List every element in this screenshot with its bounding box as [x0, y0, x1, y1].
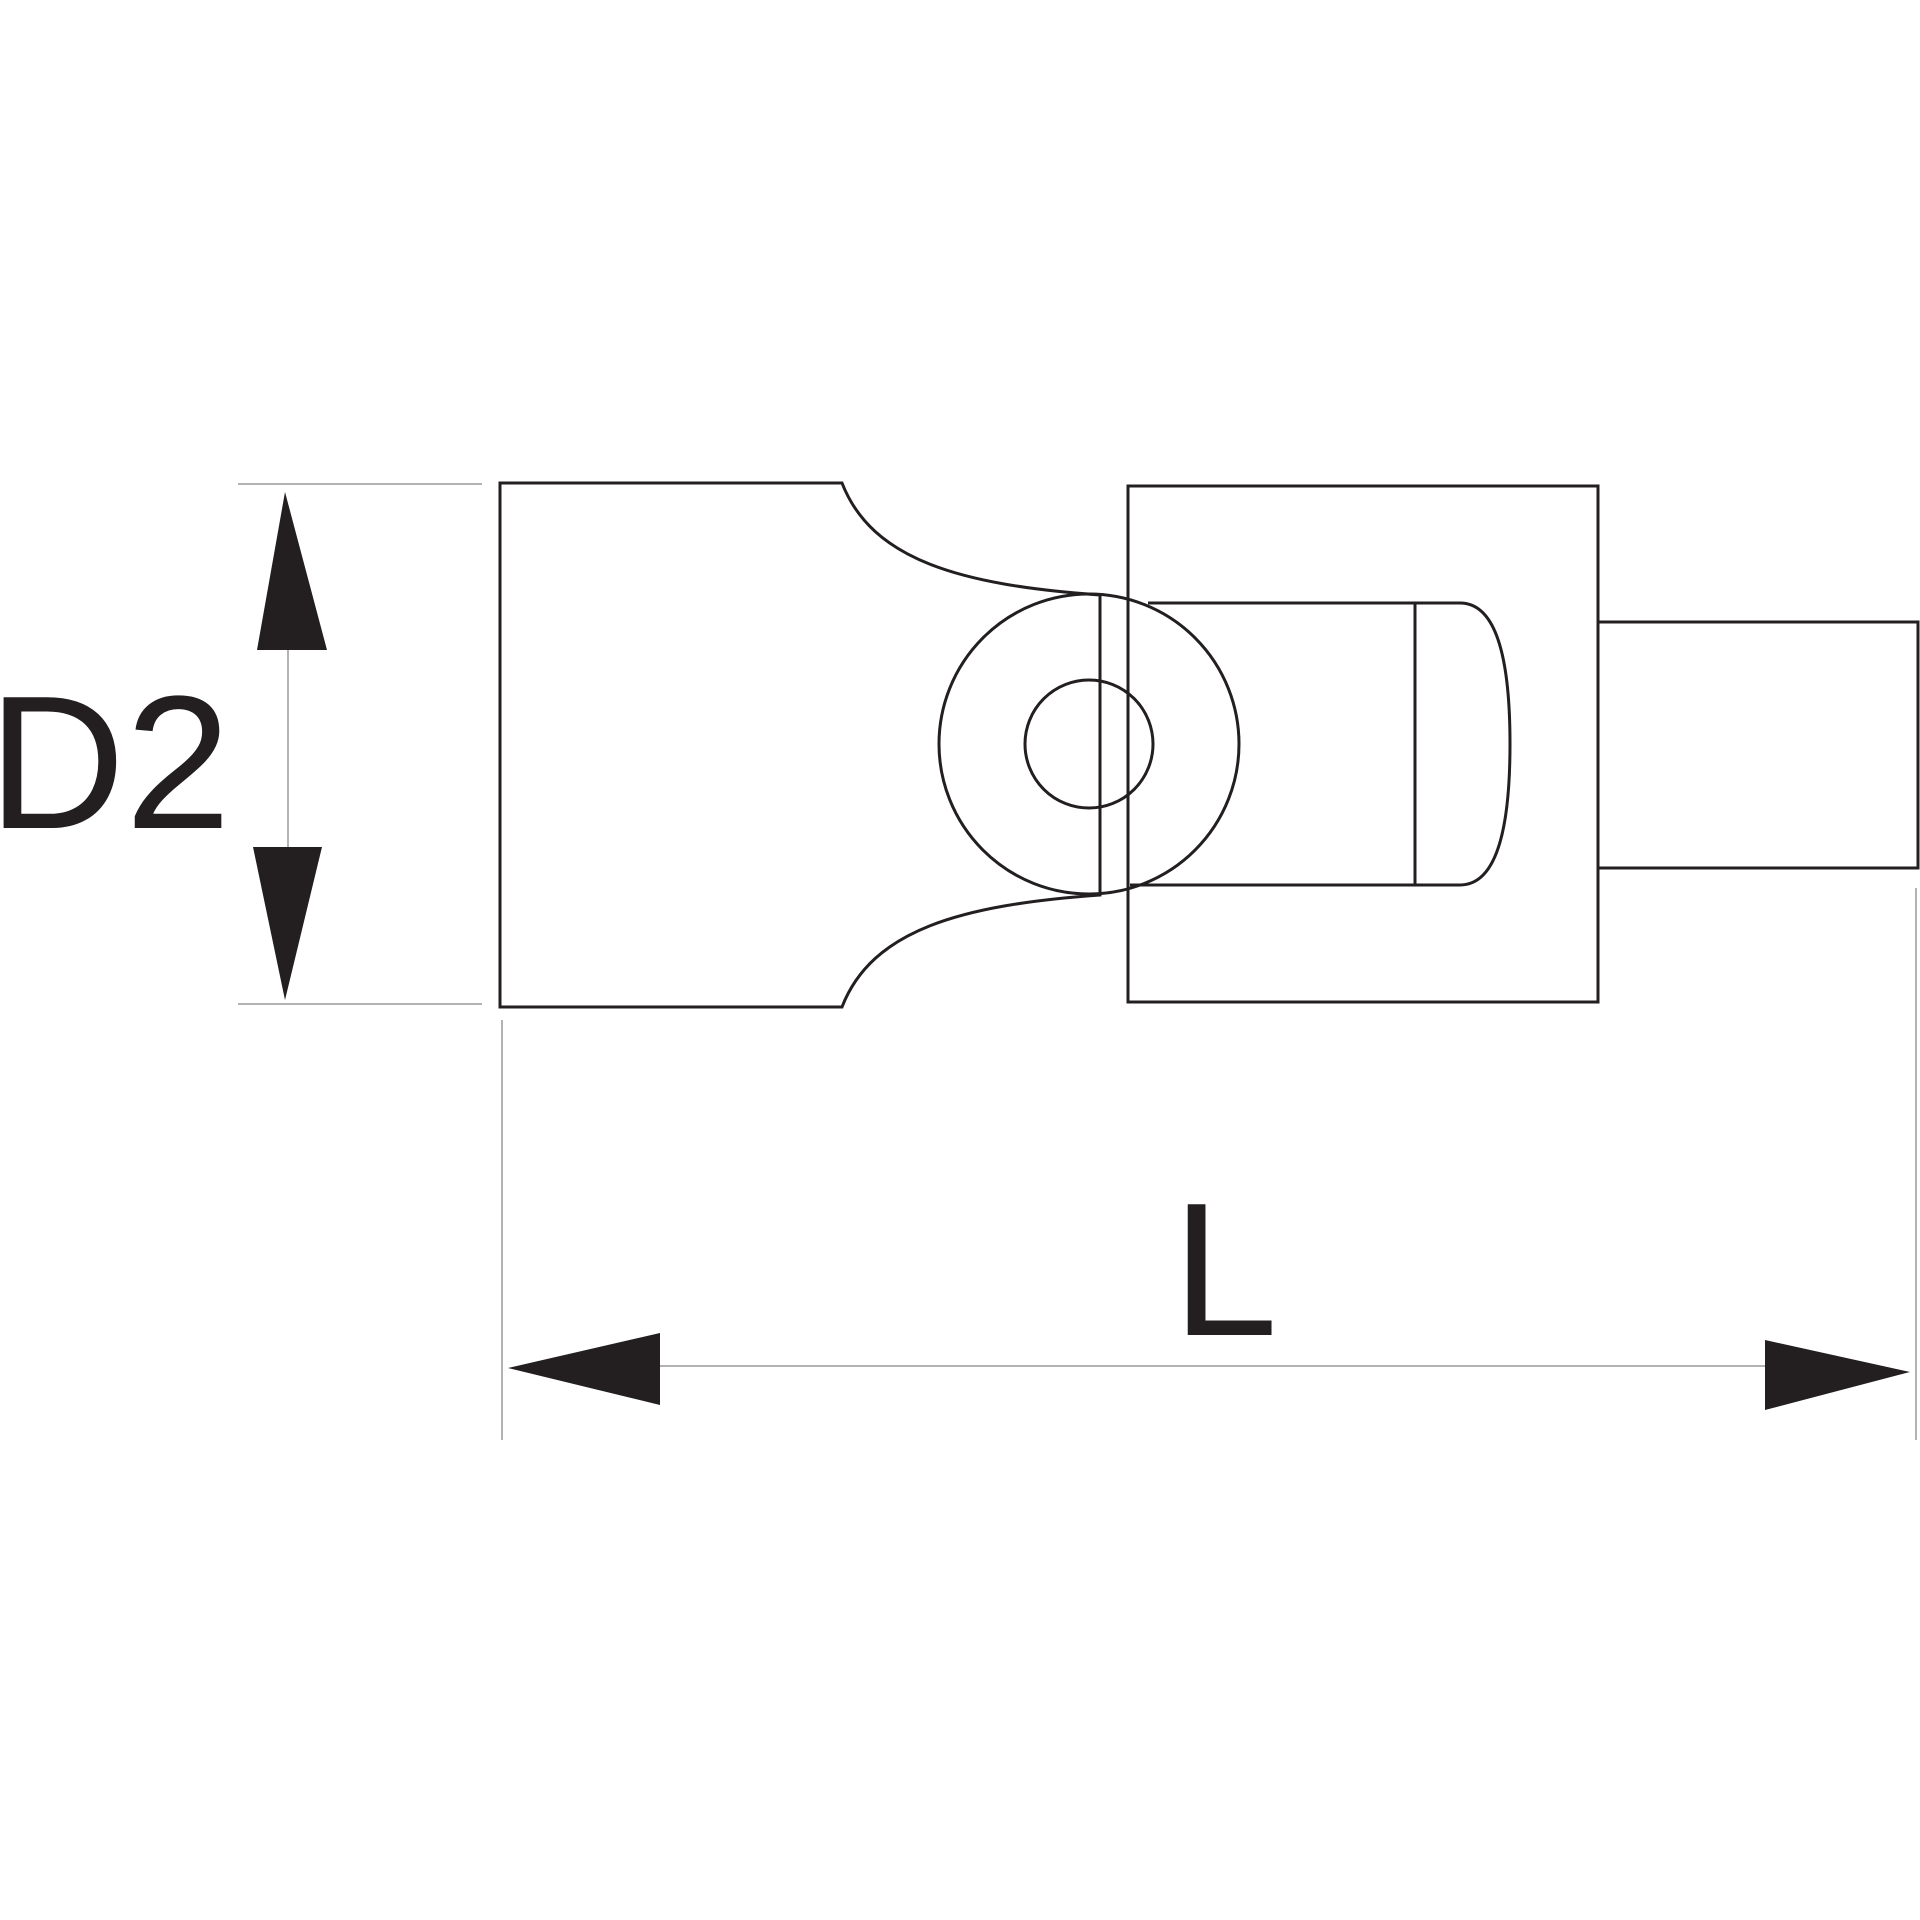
- universal-joint-outline: [498, 481, 1920, 1009]
- d2-label: D2: [0, 657, 231, 869]
- socket-body: [498, 481, 1102, 1009]
- d2-arrowhead-top: [257, 492, 327, 650]
- pivot-pin: [1023, 678, 1155, 810]
- l-arrowhead-left: [508, 1333, 660, 1405]
- d2-arrowhead-bottom: [253, 847, 322, 1000]
- yoke-housing: [1126, 484, 1600, 1004]
- pivot-ring: [937, 592, 1241, 896]
- cross-block: [1130, 601, 1417, 887]
- dimension-l: L: [501, 888, 1917, 1440]
- cross-block-nose: [1415, 601, 1512, 887]
- l-label: L: [1172, 1164, 1278, 1376]
- dimension-d2: D2: [0, 483, 482, 1005]
- square-drive: [1596, 620, 1920, 870]
- l-arrowhead-right: [1765, 1340, 1910, 1410]
